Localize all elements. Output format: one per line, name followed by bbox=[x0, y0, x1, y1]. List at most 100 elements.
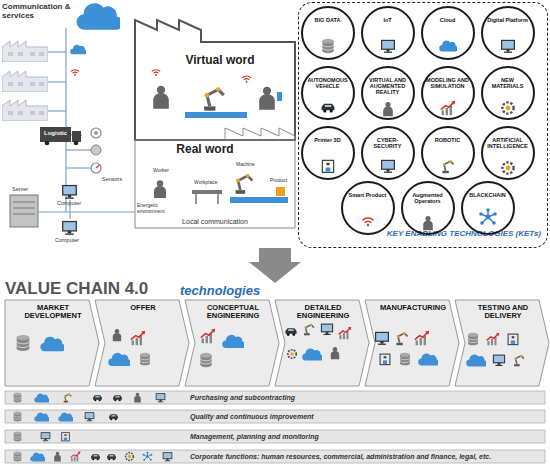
part-label: Sensors bbox=[102, 176, 132, 182]
server-slot bbox=[13, 208, 35, 209]
wifi-icon bbox=[71, 70, 79, 76]
stage-icon bbox=[331, 347, 339, 359]
technology-circle: CYBER-SECURITY bbox=[361, 126, 415, 180]
technology-circle: BIG DATA bbox=[301, 6, 355, 60]
node-label: IoT bbox=[365, 17, 411, 23]
stage-icon bbox=[415, 331, 429, 345]
stage-icon bbox=[380, 354, 390, 365]
product-box bbox=[276, 187, 285, 196]
part-label: Energetic environment bbox=[137, 203, 167, 214]
band-icon bbox=[64, 393, 72, 402]
band-label: Quality and continuous improvement bbox=[190, 410, 542, 423]
part-label: Server bbox=[12, 186, 42, 192]
band-icon bbox=[54, 452, 61, 462]
technology-circle: Digital Platform bbox=[481, 6, 535, 60]
stage-icon bbox=[468, 333, 478, 346]
value-chain-stage-shape bbox=[275, 300, 369, 386]
stage-icon bbox=[113, 329, 121, 341]
real-factory-shape bbox=[135, 128, 295, 228]
stage-icon bbox=[321, 324, 332, 335]
sensor-icon bbox=[94, 131, 98, 135]
real-factory: Real word bbox=[135, 140, 295, 228]
stage-icon bbox=[131, 331, 145, 345]
technology-circle: Smart Product bbox=[341, 181, 395, 235]
band-icon bbox=[34, 413, 50, 422]
gauge-needle bbox=[96, 165, 99, 168]
stage-icon bbox=[40, 337, 65, 351]
stage-label: MANUFACTURING bbox=[377, 304, 449, 312]
local-network-wire bbox=[38, 211, 135, 212]
server-slot bbox=[13, 202, 35, 203]
part-label: Product bbox=[270, 178, 295, 184]
band-label: Purchasing and subcontracting bbox=[190, 391, 542, 404]
stage-icon bbox=[487, 333, 500, 346]
band-icon bbox=[71, 452, 81, 462]
part-label: Communication & services bbox=[2, 3, 78, 21]
tech-icon bbox=[382, 40, 395, 52]
tech-icon bbox=[362, 218, 373, 226]
stage-icon bbox=[288, 350, 296, 358]
node-label: NEW MATERIALS bbox=[485, 77, 531, 89]
conveyor bbox=[185, 112, 247, 118]
node-label: BIG DATA bbox=[305, 17, 351, 23]
tech-icon bbox=[502, 162, 513, 173]
stage-label: CONCEPTUAL ENGINEERING bbox=[197, 304, 269, 321]
truck-wheel bbox=[45, 141, 50, 146]
node-label: ROBOTIC bbox=[425, 137, 471, 143]
computer-icon bbox=[63, 186, 77, 199]
stage-icon bbox=[302, 349, 323, 361]
stage-icon bbox=[285, 328, 296, 336]
band-icon bbox=[91, 454, 100, 460]
node-label: AUTONOMOUS VEHICLE bbox=[305, 77, 351, 89]
worker-figure bbox=[154, 180, 166, 198]
tech-icon bbox=[441, 101, 455, 115]
band-label: Management, planning and monitoring bbox=[190, 430, 542, 443]
cloud-icon bbox=[70, 45, 87, 55]
technology-circle: BLACKCHAIN bbox=[461, 181, 515, 235]
support-band-shape bbox=[5, 410, 545, 423]
factory-icon bbox=[2, 71, 48, 92]
stage-icon bbox=[400, 353, 410, 366]
network-wire bbox=[48, 110, 66, 111]
band-icon bbox=[14, 432, 22, 442]
conveyor bbox=[230, 197, 288, 203]
network-wire bbox=[48, 81, 66, 82]
band-icon bbox=[163, 453, 172, 462]
tech-icon bbox=[439, 41, 458, 52]
node-label: Real word bbox=[165, 143, 245, 156]
band-icon bbox=[30, 453, 46, 462]
tech-icon bbox=[383, 102, 393, 116]
support-band-shape bbox=[5, 391, 545, 404]
value-chain-stage-shape bbox=[185, 300, 279, 386]
tech-icon bbox=[382, 160, 395, 172]
node-label: Cloud bbox=[425, 17, 471, 23]
stage-icon bbox=[222, 335, 245, 348]
stage-icon bbox=[396, 332, 407, 345]
support-band: Purchasing and subcontracting bbox=[5, 391, 545, 404]
virtual-factory: Virtual word bbox=[135, 16, 295, 140]
band-icon bbox=[143, 452, 153, 461]
technology-circle: ROBOTIC bbox=[421, 126, 475, 180]
support-band: Corporate functions: human resources, co… bbox=[5, 450, 545, 463]
band-label: Corporate functions: human resources, co… bbox=[190, 450, 542, 463]
workbench bbox=[192, 190, 222, 194]
workbench-leg bbox=[217, 194, 219, 204]
part-label: Local communication bbox=[160, 218, 270, 226]
tech-icon bbox=[479, 208, 497, 225]
support-band-shape bbox=[5, 430, 545, 443]
ket-group: KEY ENABLING TECHNOLOGIES (KETs)BIG DATA… bbox=[298, 2, 548, 248]
truck-cab bbox=[72, 131, 81, 142]
network-wire bbox=[66, 167, 91, 168]
tech-icon bbox=[502, 102, 513, 113]
sensor-icon bbox=[91, 128, 101, 138]
section-heading: technologies bbox=[180, 284, 290, 298]
tech-icon bbox=[502, 40, 515, 52]
stage-icon bbox=[304, 324, 314, 336]
tablet bbox=[277, 92, 282, 101]
flow-arrow bbox=[249, 248, 301, 283]
value-chain-stage: OFFER bbox=[95, 300, 189, 386]
value-chain-stage: MARKET DEVELOPMENT bbox=[5, 300, 99, 386]
part-label: Workplace bbox=[194, 180, 226, 186]
factory-icon bbox=[2, 41, 48, 62]
value-chain-stage-outline bbox=[365, 300, 459, 386]
